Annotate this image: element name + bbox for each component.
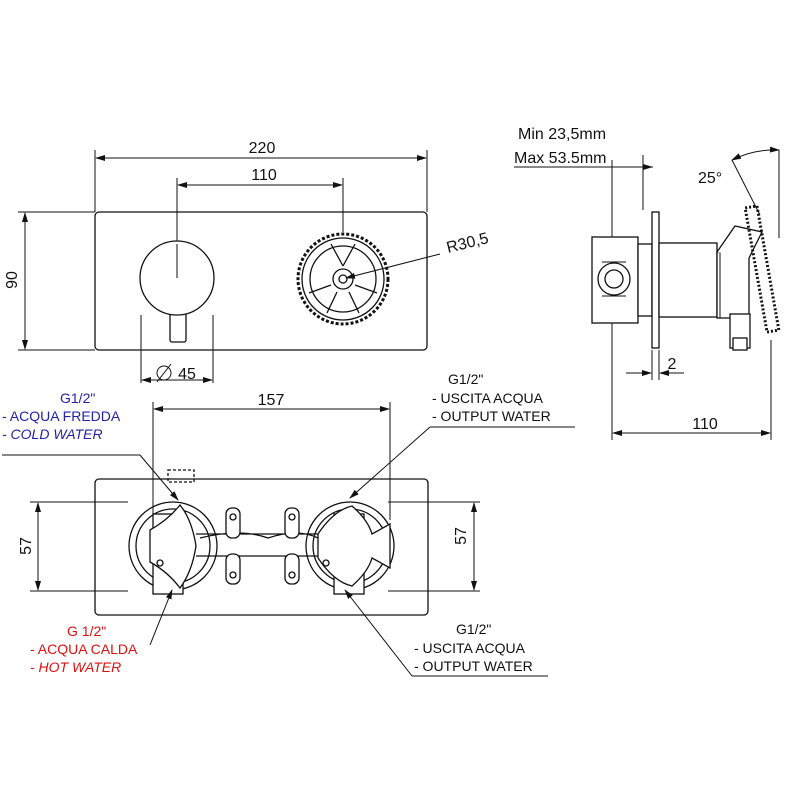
hot-inlet-label-en: - HOT WATER [30,659,121,675]
outlet-bottom-thread: G1/2" [456,621,491,637]
cold-inlet-callout: G1/2" - ACQUA FREDDA - COLD WATER [2,390,179,501]
dim-radius-label: R30,5 [445,230,491,257]
depth-label: 110 [692,416,718,433]
front-view: 220 110 90 45 [4,140,490,383]
rear-height-right-label: 57 [453,527,470,545]
dim-spacing-label: 110 [251,167,277,184]
rear-height-left-label: 57 [18,537,35,555]
side-knurl [743,204,781,334]
outlet-top-label-en: - OUTPUT WATER [432,408,551,424]
rear-view: 157 57 57 [2,371,575,677]
cold-inlet-label-it: - ACQUA FREDDA [2,408,121,424]
plate-thickness-label: 2 [668,356,677,373]
hot-inlet-callout: G 1/2" - ACQUA CALDA - HOT WATER [30,589,173,675]
dim-height-label: 90 [4,271,21,289]
dim-diameter-label: 45 [178,366,196,383]
front-plate [94,211,428,351]
connecting-pipe [196,507,319,585]
right-valve-body [305,501,395,595]
outlet-top-label-it: - USCITA ACQUA [432,390,544,406]
outlet-bottom-callout: G1/2" - USCITA ACQUA - OUTPUT WATER [344,589,548,677]
wheel-knurl-ring [296,232,390,326]
hot-inlet-thread: G 1/2" [67,623,106,639]
outlet-bottom-label-it: - USCITA ACQUA [414,640,526,656]
diameter-symbol [156,363,172,383]
rear-spacing-label: 157 [258,392,285,409]
cold-inlet-label-en: - COLD WATER [2,426,103,442]
side-valve-body [591,204,781,351]
knurled-wheel [296,232,390,326]
side-view: Min 23,5mm Max 53.5mm 25° [514,126,781,440]
left-valve-body [128,469,218,595]
hot-inlet-label-it: - ACQUA CALDA [30,641,138,657]
dim-width-label: 220 [249,140,276,157]
cold-inlet-thread: G1/2" [60,390,95,406]
outlet-bottom-label-en: - OUTPUT WATER [414,658,533,674]
max-depth-label: Max 53.5mm [514,150,606,167]
outlet-top-callout: G1/2" - USCITA ACQUA - OUTPUT WATER [349,371,575,499]
angle-label: 25° [698,170,722,187]
min-depth-label: Min 23,5mm [518,126,606,143]
angle-arc [731,146,780,161]
radius-leader [345,253,441,279]
outlet-top-thread: G1/2" [448,371,483,387]
lever-handle [139,240,215,343]
rear-plate [94,478,429,616]
